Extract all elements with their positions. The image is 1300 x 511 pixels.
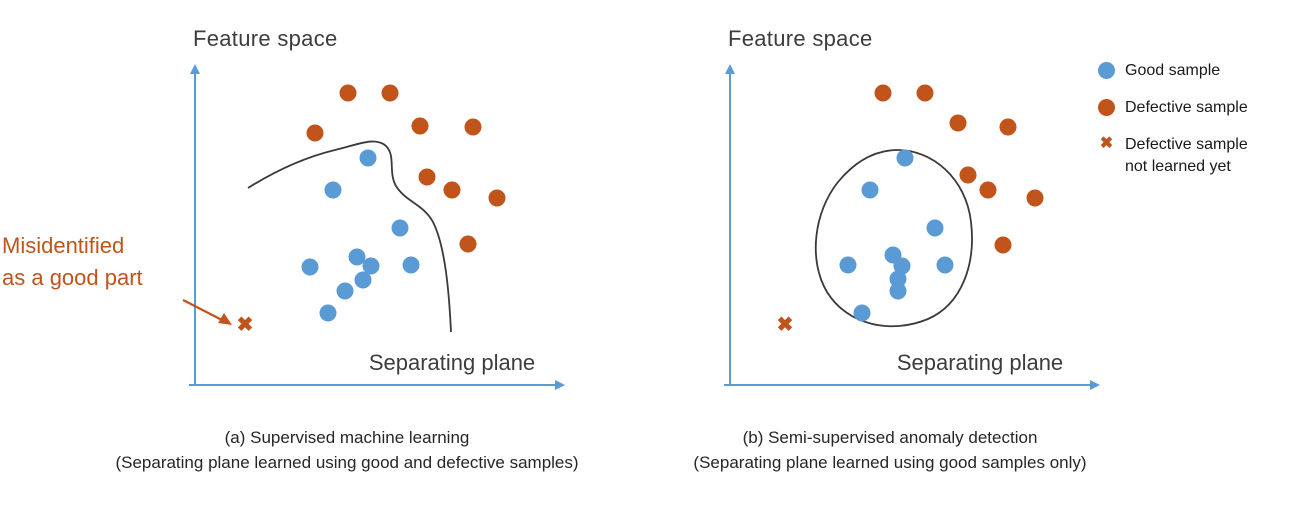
good-sample-point bbox=[324, 181, 342, 199]
panel-semi-supervised: Feature space ✖ Separating plane bbox=[720, 20, 1120, 420]
defective-sample-point bbox=[1026, 189, 1044, 207]
caption-line2: (Separating plane learned using good sam… bbox=[693, 453, 1087, 472]
separating-plane-label: Separating plane bbox=[368, 350, 536, 375]
separating-plane-label: Separating plane bbox=[896, 350, 1064, 375]
good-sample-point bbox=[839, 256, 857, 274]
annotation-text: Misidentified as a good part bbox=[2, 230, 202, 294]
good-sample-point bbox=[896, 149, 914, 167]
not-learned-defective-marker: ✖ bbox=[237, 314, 254, 336]
legend-label: Defective sample bbox=[1125, 99, 1248, 116]
legend-item-defective: Defective sample bbox=[1098, 97, 1298, 119]
x-axis-arrow-icon bbox=[555, 380, 565, 390]
supervised-plot: ✖ bbox=[189, 64, 565, 390]
defective-sample-point bbox=[999, 118, 1017, 136]
panel-supervised: Feature space ✖ Separating plane bbox=[185, 20, 585, 420]
good-sample-point bbox=[889, 282, 907, 300]
defective-sample-point bbox=[411, 117, 429, 135]
defective-sample-dot-icon bbox=[1098, 99, 1115, 116]
good-sample-point bbox=[853, 304, 871, 322]
not-learned-defective-marker: ✖ bbox=[777, 314, 794, 336]
defective-sample-point bbox=[979, 181, 997, 199]
defective-sample-point bbox=[949, 114, 967, 132]
good-sample-point bbox=[319, 304, 337, 322]
good-sample-point bbox=[893, 257, 911, 275]
caption-semi-supervised: (b) Semi-supervised anomaly detection (S… bbox=[655, 425, 1125, 475]
annotation-line2: as a good part bbox=[2, 265, 143, 290]
good-sample-point bbox=[402, 256, 420, 274]
defective-sample-point bbox=[874, 84, 892, 102]
x-axis-arrow-icon bbox=[1090, 380, 1100, 390]
good-sample-point bbox=[889, 270, 907, 288]
defective-sample-point bbox=[464, 118, 482, 136]
annotation-arrow-icon bbox=[182, 299, 232, 325]
good-sample-point bbox=[861, 181, 879, 199]
legend-item-good: Good sample bbox=[1098, 60, 1298, 82]
separating-plane-curve bbox=[814, 149, 973, 328]
legend-label: Good sample bbox=[1125, 62, 1221, 79]
good-sample-point bbox=[926, 219, 944, 237]
misidentified-annotation: Misidentified as a good part bbox=[2, 230, 232, 325]
defective-sample-point bbox=[418, 168, 436, 186]
caption-line1: (b) Semi-supervised anomaly detection bbox=[742, 428, 1038, 447]
feature-space-label: Feature space bbox=[728, 26, 873, 51]
good-sample-dot-icon bbox=[1098, 62, 1115, 79]
separating-plane-curve bbox=[247, 140, 452, 333]
caption-line1: (a) Supervised machine learning bbox=[224, 428, 470, 447]
legend-item-not-learned: ✖ Defective sample not learned yet bbox=[1098, 134, 1298, 178]
defective-sample-point bbox=[306, 124, 324, 142]
semi-supervised-plot: ✖ bbox=[724, 64, 1100, 390]
good-sample-point bbox=[348, 248, 366, 266]
y-axis-arrow-icon bbox=[725, 64, 735, 74]
defective-sample-point bbox=[339, 84, 357, 102]
defective-sample-point bbox=[488, 189, 506, 207]
defective-sample-point bbox=[916, 84, 934, 102]
defective-sample-point bbox=[959, 166, 977, 184]
legend-label: Defective sample not learned yet bbox=[1125, 136, 1248, 175]
defective-sample-point bbox=[994, 236, 1012, 254]
x-marker-icon: ✖ bbox=[1099, 135, 1114, 152]
caption-line2: (Separating plane learned using good and… bbox=[115, 453, 579, 472]
annotation-line1: Misidentified bbox=[2, 233, 125, 258]
caption-supervised: (a) Supervised machine learning (Separat… bbox=[22, 425, 672, 475]
defective-sample-point bbox=[443, 181, 461, 199]
good-sample-point bbox=[936, 256, 954, 274]
good-sample-point bbox=[359, 149, 377, 167]
defective-sample-point bbox=[381, 84, 399, 102]
sample-points: ✖ bbox=[777, 84, 1044, 336]
sample-points: ✖ bbox=[237, 84, 506, 336]
legend: Good sample Defective sample ✖ Defective… bbox=[1098, 60, 1298, 193]
good-sample-point bbox=[354, 271, 372, 289]
good-sample-point bbox=[362, 257, 380, 275]
defective-sample-point bbox=[459, 235, 477, 253]
good-sample-point bbox=[301, 258, 319, 276]
y-axis-arrow-icon bbox=[190, 64, 200, 74]
good-sample-point bbox=[336, 282, 354, 300]
feature-space-label: Feature space bbox=[193, 26, 338, 51]
good-sample-point bbox=[391, 219, 409, 237]
